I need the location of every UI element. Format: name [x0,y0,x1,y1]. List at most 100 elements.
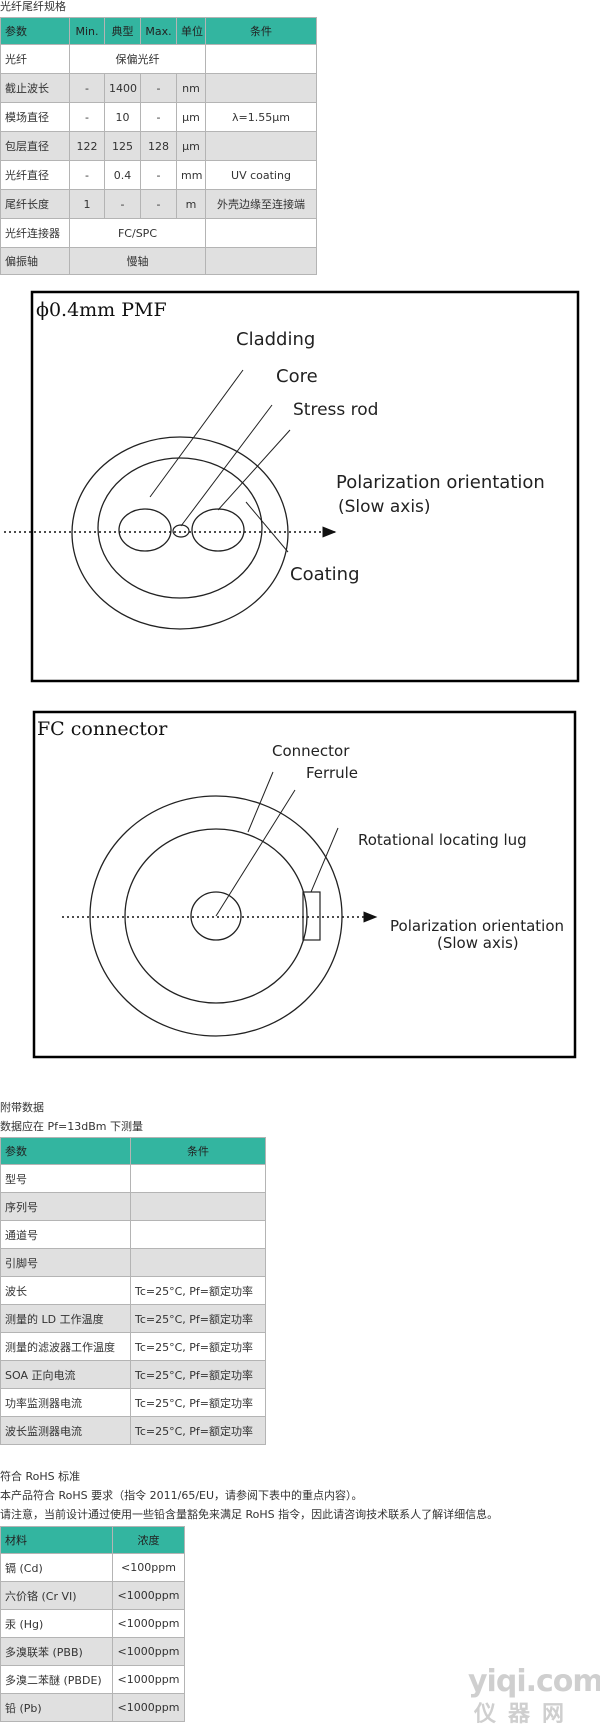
spec-table-title: 光纤尾纤规格 [0,0,66,13]
diagram-frame [30,290,580,683]
diagram-title: ϕ0.4mm PMF [36,299,167,321]
value-cell: FC/SPC [69,218,206,248]
param-cell: 偏振轴 [0,247,70,275]
core-circle [172,524,190,538]
condition-cell: 外壳边缘至连接端 [205,189,317,219]
header-max: Max. [140,17,177,45]
table-row: 汞 (Hg) <1000ppm [0,1609,185,1638]
core-pointer [180,404,273,527]
table-row: 光纤直径 - 0.4 - mm UV coating [0,160,317,190]
param-cell: 功率监测器电流 [0,1388,131,1417]
label-slow-axis: (Slow axis) [437,934,519,952]
param-cell: 序列号 [0,1192,131,1221]
concentration-cell: <1000ppm [112,1581,185,1610]
condition-cell [130,1248,266,1277]
fc-connector-diagram: FC connector Connector Ferrule Rotationa… [32,710,577,1059]
diagram-title: FC connector [37,718,168,740]
pigtail-spec-table: 参数 Min. 典型 Max. 单位 条件 光纤 保偏光纤 截止波长 - 140… [0,17,317,275]
param-cell: 波长 [0,1276,131,1305]
max-cell: - [140,189,177,219]
header-unit: 单位 [176,17,206,45]
header-param: 参数 [0,1137,131,1165]
label-coating: Coating [290,564,360,585]
condition-cell [205,73,317,103]
table-row: 引脚号 [0,1248,266,1277]
table-row: 功率监测器电流 Tc=25°C, Pf=额定功率 [0,1388,266,1417]
label-polarization: Polarization orientation [336,472,545,493]
condition-cell: UV coating [205,160,317,190]
stress-rod-right [191,508,245,552]
watermark-text: yiqi.com [468,1664,600,1699]
param-cell: 光纤直径 [0,160,70,190]
unit-cell: nm [176,73,206,103]
table-row: 模场直径 - 10 - μm λ=1.55μm [0,102,317,132]
stress-rod-left [118,508,172,552]
max-cell: - [140,73,177,103]
table-row: 铅 (Pb) <1000ppm [0,1693,185,1722]
header-condition: 条件 [205,17,317,45]
rohs-table: 材料 浓度 镉 (Cd) <100ppm 六价铬 (Cr VI) <1000pp… [0,1526,185,1722]
condition-cell: Tc=25°C, Pf=额定功率 [130,1416,266,1445]
label-core: Core [276,366,318,387]
param-cell: 波长监测器电流 [0,1416,131,1445]
header-condition: 条件 [130,1137,266,1165]
concentration-cell: <1000ppm [112,1665,185,1694]
concentration-cell: <1000ppm [112,1693,185,1722]
max-cell: - [140,102,177,132]
label-ferrule: Ferrule [306,764,358,782]
table-header-row: 参数 条件 [0,1137,266,1165]
concentration-cell: <1000ppm [112,1609,185,1638]
max-cell: - [140,160,177,190]
table-row: 光纤连接器 FC/SPC [0,218,317,248]
label-cladding: Cladding [236,329,315,350]
max-cell: 128 [140,131,177,161]
table-row: 通道号 [0,1220,266,1249]
typ-cell: - [104,189,141,219]
param-cell: SOA 正向电流 [0,1360,131,1389]
material-cell: 多溴联苯 (PBB) [0,1637,113,1666]
min-cell: 1 [69,189,105,219]
table-row: SOA 正向电流 Tc=25°C, Pf=额定功率 [0,1360,266,1389]
param-cell: 通道号 [0,1220,131,1249]
table-row: 序列号 [0,1192,266,1221]
param-cell: 截止波长 [0,73,70,103]
ferrule-pointer [215,789,296,917]
value-cell: 慢轴 [69,247,206,275]
material-cell: 六价铬 (Cr VI) [0,1581,113,1610]
table-header-row: 材料 浓度 [0,1526,185,1554]
unit-cell: μm [176,102,206,132]
table-row: 偏振轴 慢轴 [0,247,317,275]
min-cell: - [69,160,105,190]
condition-cell: Tc=25°C, Pf=额定功率 [130,1332,266,1361]
coating-circle [71,436,289,630]
ferrule-circle [190,891,242,941]
material-cell: 镉 (Cd) [0,1553,113,1582]
unit-cell: m [176,189,206,219]
condition-cell [205,131,317,161]
material-cell: 铅 (Pb) [0,1693,113,1722]
header-concentration: 浓度 [112,1526,185,1554]
watermark-logo: yiqi.com 仪器网 [468,1664,600,1727]
param-cell: 型号 [0,1164,131,1193]
rohs-line-1: 本产品符合 RoHS 要求（指令 2011/65/EU，请参阅下表中的重点内容）… [0,1489,363,1502]
param-cell: 包层直径 [0,131,70,161]
unit-cell: μm [176,131,206,161]
header-min: Min. [69,17,105,45]
table-row: 波长 Tc=25°C, Pf=额定功率 [0,1276,266,1305]
material-cell: 汞 (Hg) [0,1609,113,1638]
header-material: 材料 [0,1526,113,1554]
attached-data-subtitle: 数据应在 Pf=13dBm 下测量 [0,1120,143,1133]
label-slow-axis: (Slow axis) [338,497,431,517]
connector-pointer [247,771,274,833]
table-row: 测量的滤波器工作温度 Tc=25°C, Pf=额定功率 [0,1332,266,1361]
condition-cell [130,1164,266,1193]
rohs-line-2: 请注意，当前设计通过使用一些铅含量豁免来满足 RoHS 指令，因此请咨询技术联系… [0,1508,499,1521]
lug-pointer [310,827,339,893]
param-cell: 测量的滤波器工作温度 [0,1332,131,1361]
pmf-cross-section-diagram: ϕ0.4mm PMF Cladding Core Stress rod Pola… [4,290,580,683]
attached-data-table: 参数 条件 型号 序列号 通道号 引脚号 波长 Tc=25°C, Pf=额定功率… [0,1137,266,1445]
condition-cell: Tc=25°C, Pf=额定功率 [130,1276,266,1305]
param-cell: 引脚号 [0,1248,131,1277]
value-cell: 保偏光纤 [69,44,206,74]
label-polarization: Polarization orientation [390,917,564,935]
